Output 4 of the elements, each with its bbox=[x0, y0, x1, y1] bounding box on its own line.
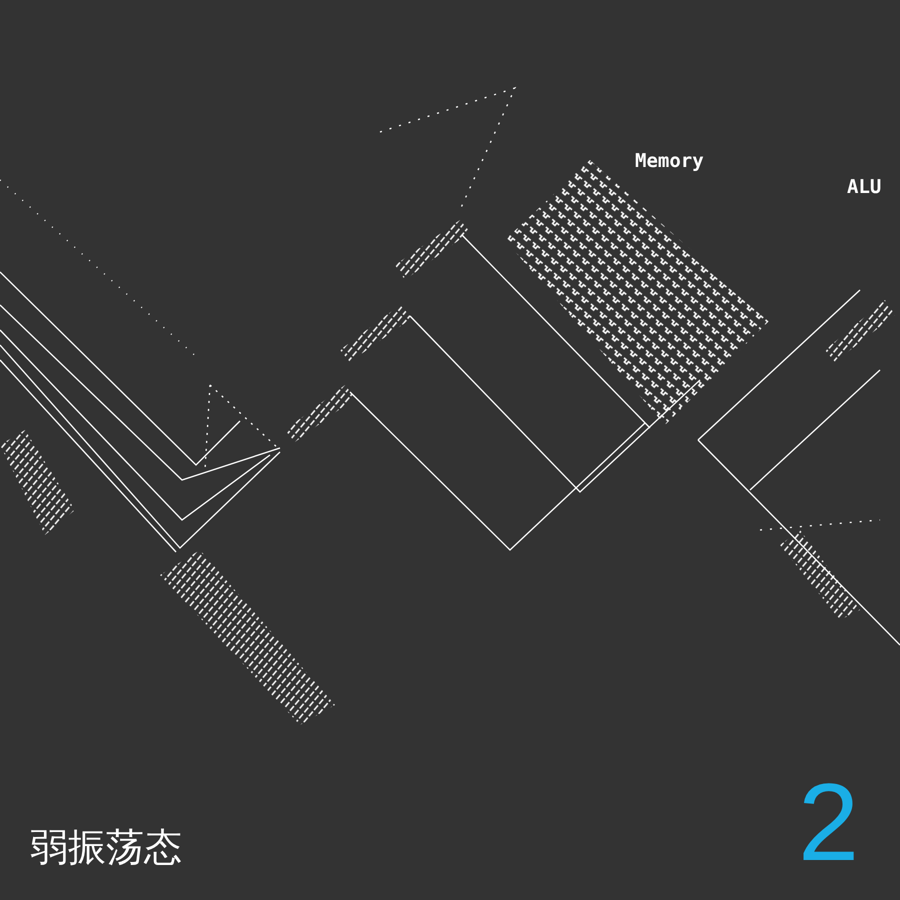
title-text: 弱振荡态 bbox=[30, 828, 182, 866]
component-label: ALU bbox=[847, 178, 882, 197]
volume-number: 2 bbox=[798, 768, 860, 878]
component-label: Memory bbox=[635, 152, 704, 171]
